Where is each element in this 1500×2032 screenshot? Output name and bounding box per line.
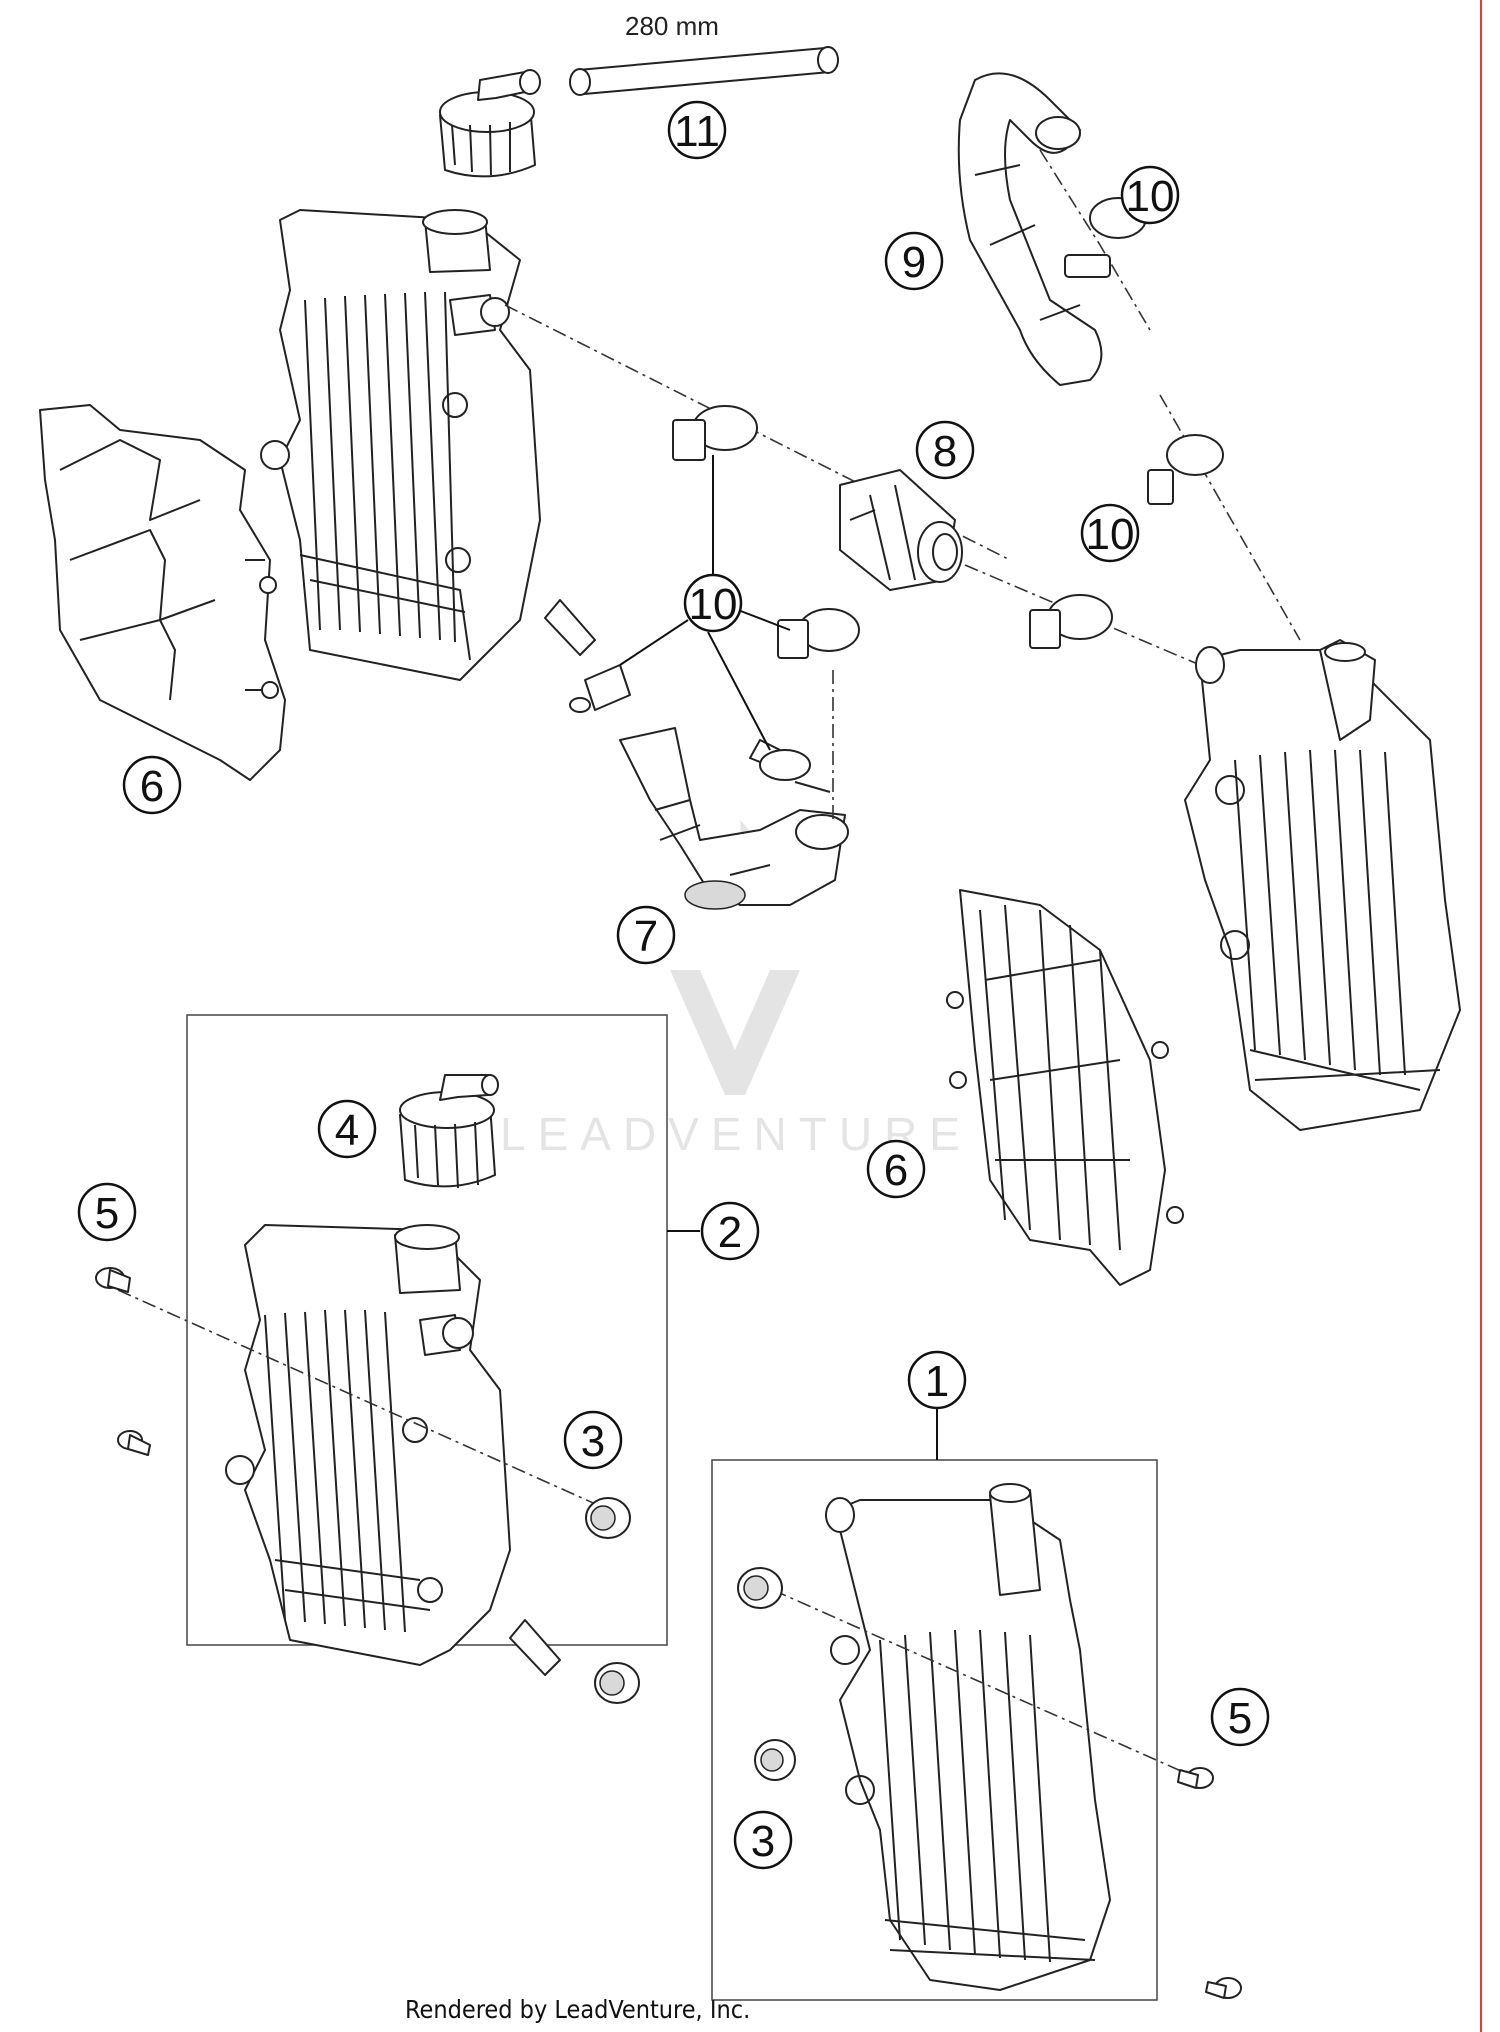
thermostat-part-8 <box>839 469 1201 666</box>
callout-10-top: 10 <box>1120 165 1180 225</box>
radiator-cap-4 <box>399 1074 499 1189</box>
callout-2: 2 <box>700 1201 760 1261</box>
svg-text:11: 11 <box>674 107 720 156</box>
callout-10-right: 10 <box>1080 503 1140 563</box>
svg-text:3: 3 <box>751 1817 775 1866</box>
svg-text:1: 1 <box>925 1357 949 1406</box>
svg-text:5: 5 <box>95 1189 119 1238</box>
dimension-label: 280 mm <box>625 11 719 41</box>
radiator-assembly-2 <box>225 1224 561 1676</box>
callout-9: 9 <box>884 231 944 291</box>
callout-1: 1 <box>907 1350 967 1410</box>
svg-text:10: 10 <box>1086 510 1135 559</box>
radiator-upper-left <box>260 209 596 681</box>
svg-text:7: 7 <box>634 912 658 961</box>
radiator-shroud-left <box>39 404 286 781</box>
svg-text:10: 10 <box>689 580 738 629</box>
callout-10-center: 10 <box>683 573 743 633</box>
bolts-part-5-right <box>1177 1767 1242 1999</box>
radiator-upper-right <box>1184 639 1461 1131</box>
render-credit: Rendered by LeadVenture, Inc. <box>405 1995 751 2024</box>
callout-7: 7 <box>616 905 676 965</box>
bolts-part-5-left <box>95 1267 621 1516</box>
callout-3-left: 3 <box>563 1410 623 1470</box>
svg-text:9: 9 <box>902 238 926 287</box>
callout-6-right: 6 <box>866 1139 926 1199</box>
radiator-shroud-right <box>946 889 1184 1286</box>
callout-5-right: 5 <box>1210 1687 1270 1747</box>
page-edge-line <box>1480 0 1482 2032</box>
svg-text:3: 3 <box>581 1417 605 1466</box>
svg-text:6: 6 <box>140 762 164 811</box>
grommets-part-3-left <box>585 1497 640 1704</box>
hose-part-11 <box>569 46 839 96</box>
svg-text:6: 6 <box>884 1146 908 1195</box>
callout-11: 11 <box>667 100 727 160</box>
hose-clamps-center <box>504 304 1011 781</box>
callout-3-right: 3 <box>733 1810 793 1870</box>
hose-part-7 <box>619 670 849 910</box>
radiator-cap-top <box>439 69 541 178</box>
svg-text:2: 2 <box>718 1208 742 1257</box>
svg-text:10: 10 <box>1126 172 1175 221</box>
callout-4: 4 <box>317 1099 377 1159</box>
svg-text:8: 8 <box>933 427 957 476</box>
radiator-assembly-1 <box>825 1483 1111 1991</box>
callout-8: 8 <box>915 420 975 480</box>
svg-text:5: 5 <box>1228 1694 1252 1743</box>
callout-5-left: 5 <box>77 1182 137 1242</box>
grommets-part-3-right <box>737 1567 1191 1781</box>
svg-text:4: 4 <box>335 1106 359 1155</box>
callout-6-left: 6 <box>122 755 182 815</box>
assembly-box-1 <box>711 1405 1158 2001</box>
